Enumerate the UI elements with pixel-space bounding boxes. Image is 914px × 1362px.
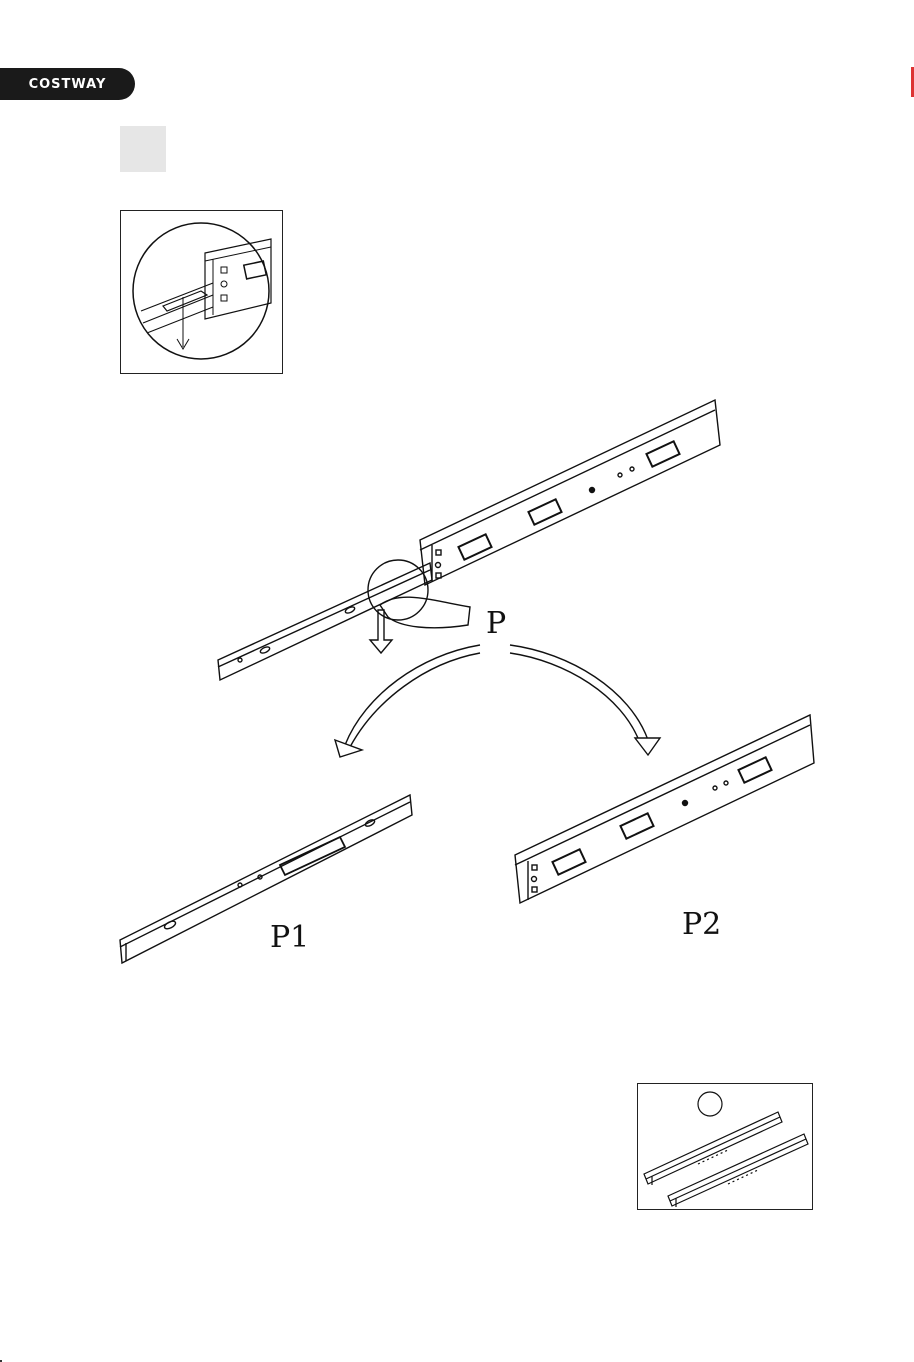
- parts-illustration: [638, 1084, 812, 1209]
- brand-logo: COSTWAY: [0, 68, 135, 100]
- detail-illustration: [121, 211, 282, 373]
- step-number-box: [120, 126, 166, 172]
- rail-p2: [515, 715, 814, 903]
- label-p2: P2: [682, 907, 721, 942]
- assembled-rail-outer: [420, 400, 720, 585]
- part-circle-marker: [698, 1092, 722, 1116]
- curve-arrow-left: [345, 645, 480, 745]
- down-arrow: [370, 610, 392, 653]
- label-p: P: [486, 606, 506, 641]
- curve-arrow-right: [510, 645, 648, 740]
- detail-inset: [120, 210, 283, 374]
- parts-inset: [637, 1083, 813, 1210]
- label-p1: P1: [270, 920, 309, 955]
- rail-p1: [120, 795, 412, 963]
- rail-separation-illustration: [100, 395, 830, 975]
- assembled-rail-inner: [218, 563, 432, 680]
- magnifier-circle: [368, 560, 428, 620]
